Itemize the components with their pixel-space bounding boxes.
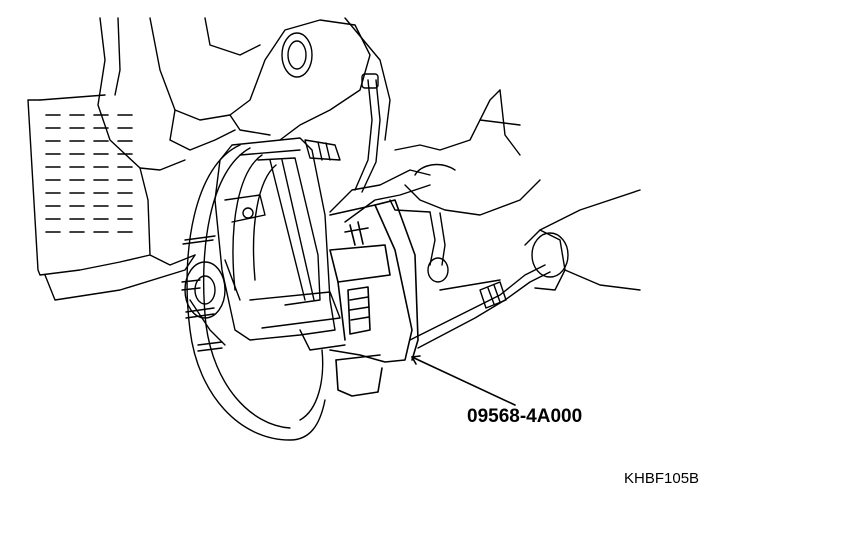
wheel-hub: [182, 236, 240, 351]
vehicle-body-housing: [28, 18, 195, 300]
radiator-grille: [46, 115, 132, 232]
figure-code-label: KHBF105B: [624, 470, 700, 487]
steering-knuckle: [150, 18, 390, 150]
tie-rod: [410, 190, 640, 348]
brake-hose: [305, 74, 380, 192]
caliper-assembly: [215, 138, 345, 350]
tool-part-number-label: 09568-4A000: [467, 406, 583, 427]
caliper-piston-compressor-tool: [330, 200, 418, 396]
callout-leader: [412, 356, 515, 405]
brake-rotor: [187, 145, 325, 440]
technician-hand: [330, 90, 540, 282]
